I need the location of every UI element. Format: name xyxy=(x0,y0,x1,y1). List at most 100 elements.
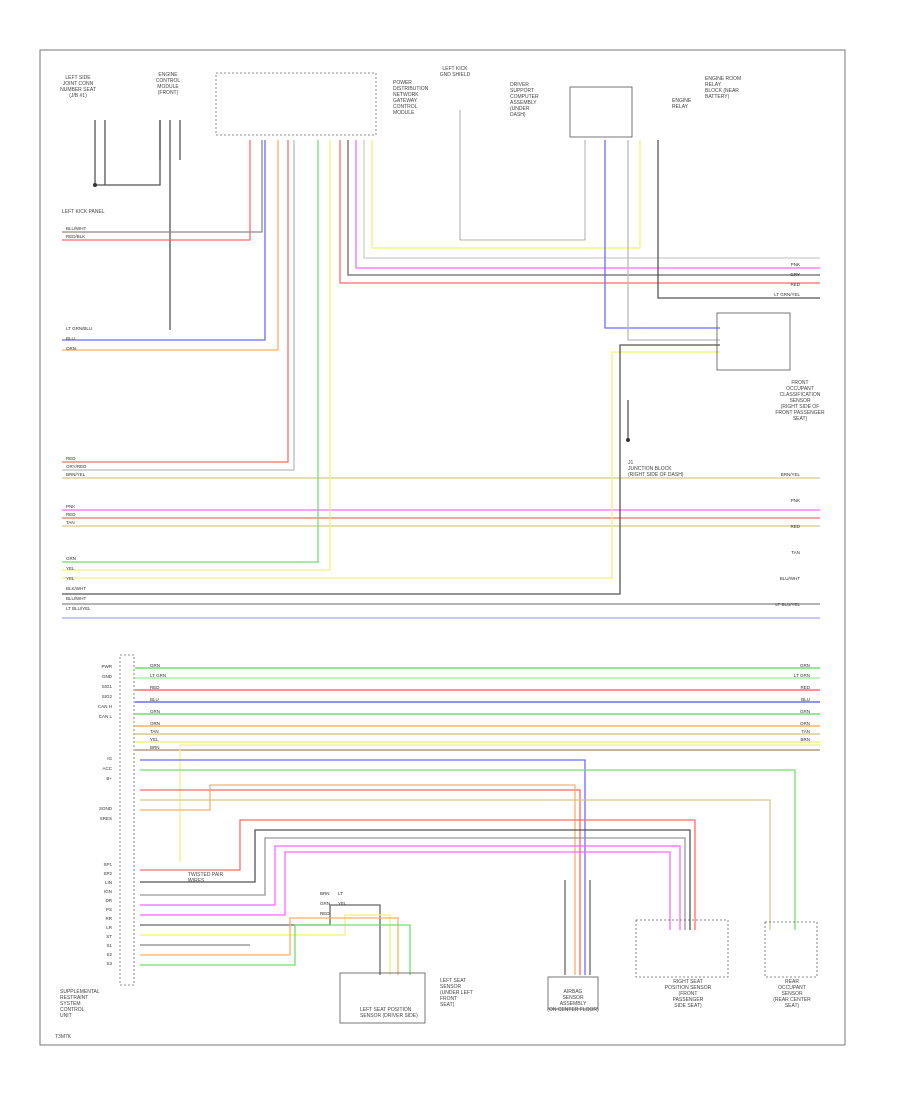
rear-occupant-sensor-label: (REAR CENTER xyxy=(773,997,811,1003)
label-bus-right: GRN xyxy=(800,709,810,714)
wire-pnk2-right-seat xyxy=(140,851,671,930)
label-left-row2: TAN xyxy=(66,520,75,525)
left-seat-position-label: LEFT SEAT POSITION xyxy=(360,1007,412,1013)
wire-grn-rear xyxy=(140,769,796,930)
label-left-top: BLU/WHT xyxy=(66,226,87,231)
right-seat-sensor-box xyxy=(635,919,729,978)
label-bus-right: GRN xyxy=(800,663,810,668)
components-layer xyxy=(93,72,818,1024)
left-joint-connector-label: NUMBER SEAT xyxy=(60,87,96,93)
label-pin-d: S2 xyxy=(106,952,112,957)
label-right-mid: RED xyxy=(790,524,800,529)
driver-support-label: COMPUTER xyxy=(510,94,539,100)
label-bus-right: BRN xyxy=(800,737,810,742)
label-left-row3: YEL xyxy=(66,566,75,571)
gateway-module-label: NETWORK xyxy=(393,92,419,98)
label-pin-d: LIN xyxy=(105,880,112,885)
engine-relay-block-label: BATTERY) xyxy=(705,94,730,100)
ground-dot xyxy=(626,438,630,442)
engine-module-label: CONTROL xyxy=(156,78,181,84)
left-joint-connector-label: (J/B #1) xyxy=(69,93,87,99)
label-pin-d: PS xyxy=(106,907,112,912)
label-bus-right: TAN xyxy=(801,729,810,734)
label-right-mid: BLU/WHT xyxy=(780,576,801,581)
wire-blk-wht-row3 xyxy=(62,344,720,595)
label-pin-c: SGND xyxy=(99,806,113,811)
wire-red-blk-left xyxy=(62,140,251,241)
junction-block-label: (RIGHT SIDE OF DASH) xyxy=(628,472,684,478)
label-inline: GRN xyxy=(320,901,330,906)
gateway-module-box xyxy=(215,72,377,136)
left-seat-sensor-label: SENSOR xyxy=(440,984,462,990)
wire-red-row1 xyxy=(62,140,289,463)
ground-link xyxy=(459,110,586,241)
label-right-top: RED xyxy=(790,282,800,287)
left-seat-sensor-label: LEFT SEAT xyxy=(440,978,466,984)
gateway-module-label: DISTRIBUTION xyxy=(393,86,429,92)
label-inline: BRN xyxy=(320,891,330,896)
srs-control-unit-label: SYSTEM xyxy=(60,1001,81,1007)
label-left-row3: LT BLU/YEL xyxy=(66,606,91,611)
label-left-row1: GRY/RED xyxy=(66,464,87,469)
label-pin-d: SP1 xyxy=(103,862,112,867)
label-bus: BRN xyxy=(150,745,160,750)
right-seat-sensor-label: POSITION SENSOR xyxy=(665,985,712,991)
junction-block-label: JUNCTION BLOCK xyxy=(628,466,672,472)
engine-module-label: ENGINE xyxy=(158,72,178,78)
label-bus: GRN xyxy=(150,709,160,714)
wire-yel-left-seat xyxy=(140,914,391,975)
occupant-sensor-label: OCCUPANT xyxy=(786,386,814,392)
left-kick-panel-label: LEFT KICK PANEL xyxy=(62,209,105,215)
label-bus: GRN xyxy=(150,663,160,668)
right-seat-sensor-label: PASSENGER xyxy=(673,997,704,1003)
label-left-row1: BRN/YEL xyxy=(66,472,86,477)
wire-brn-left-seat xyxy=(140,904,381,975)
driver-support-label: DASH) xyxy=(510,112,526,118)
label-pin-d: S1 xyxy=(106,943,112,948)
engine-relay-label: ENGINE xyxy=(672,98,692,104)
occupant-sensor-label: SEAT) xyxy=(793,416,808,422)
wires-layer xyxy=(62,110,820,975)
engine-module-label: (FRONT) xyxy=(158,90,179,96)
wire-orn-left xyxy=(62,140,279,351)
left-kick-ground-label: GND SHIELD xyxy=(440,72,471,78)
label-left-row3: BLK/WHT xyxy=(66,586,86,591)
label-left-mid: BLU xyxy=(66,336,75,341)
engine-relay-label: RELAY xyxy=(672,104,689,110)
left-kick-ground-label: LEFT KICK xyxy=(442,66,468,72)
label-pin-top: PWR xyxy=(102,664,113,669)
label-left-mid: ORN xyxy=(66,346,76,351)
diagram-id: T3M7K xyxy=(55,1034,72,1040)
label-left-row2: RED xyxy=(66,512,76,517)
airbag-sensor-label: AIRBAG xyxy=(564,989,583,995)
label-inline: YEL xyxy=(338,901,347,906)
label-bus: ORN xyxy=(150,721,160,726)
label-pin-top: CAN L xyxy=(99,714,113,719)
diagram-frame xyxy=(39,49,846,1046)
label-inline: LT xyxy=(338,891,343,896)
rear-occupant-sensor-box xyxy=(764,921,818,978)
wire-yel-row3b xyxy=(62,351,720,579)
label-pin-d: LR xyxy=(106,925,113,930)
occupant-sensor-label: CLASSIFICATION xyxy=(780,392,821,398)
label-pin-d: ST xyxy=(106,934,112,939)
gateway-module-label: MODULE xyxy=(393,110,415,116)
label-right-top: PNK xyxy=(791,262,800,267)
rear-occupant-sensor-label: SEAT) xyxy=(785,1003,800,1009)
twisted-pair-label: TWISTED PAIR xyxy=(188,872,224,878)
gateway-module-label: POWER xyxy=(393,80,412,86)
srs-control-unit-box xyxy=(119,654,135,986)
airbag-sensor-box xyxy=(547,976,599,1010)
wire-grn-row3 xyxy=(62,140,319,563)
label-inline: RED xyxy=(320,911,330,916)
label-left-row3: GRN xyxy=(66,556,76,561)
wire-yel-right xyxy=(371,140,641,249)
label-pin-top: GND xyxy=(102,674,113,679)
occupant-sensor-label: (RIGHT SIDE OF xyxy=(781,404,820,410)
wire-red-airbag2 xyxy=(140,789,581,975)
srs-control-unit-label: SUPPLEMENTAL xyxy=(60,989,100,995)
right-seat-sensor-label: (FRONT xyxy=(679,991,698,997)
right-seat-sensor-label: SIDE SEAT) xyxy=(674,1003,702,1009)
driver-support-label: ASSEMBLY xyxy=(510,100,537,106)
airbag-sensor-label: ASSEMBLY xyxy=(560,1001,587,1007)
